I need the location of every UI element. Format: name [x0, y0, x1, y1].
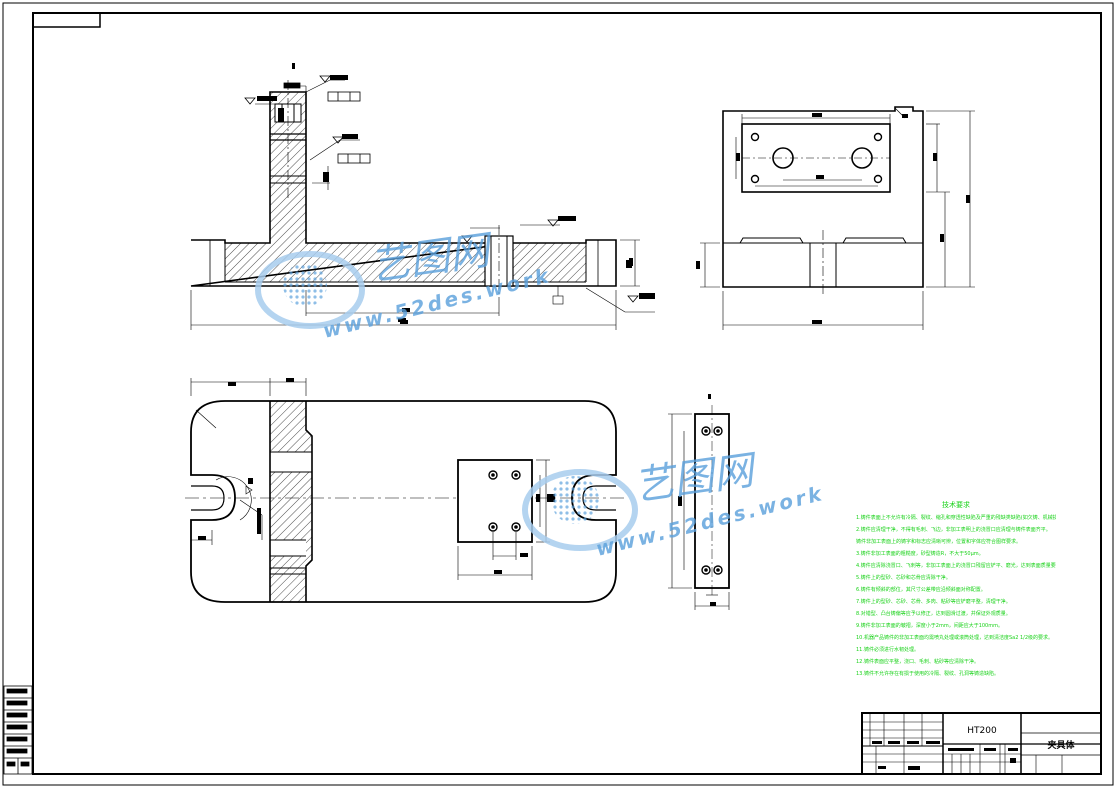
plan-view-dimensions	[190, 378, 555, 580]
side-view-dimensions	[700, 107, 975, 330]
technical-note-line: 5.铸件上的型砂、芯砂和芯骨应清除干净。	[856, 575, 951, 581]
technical-note-line: 3.铸件非加工表面的粗糙度，砂型铸造R，不大于50μm。	[856, 551, 984, 557]
technical-note-line: 8.对错型、凸台铸偏等应予以修正，达到圆滑过渡，并保证外观质量。	[856, 611, 1011, 617]
technical-note-line: 10.机器产品铸件的非加工表面均需喷丸处理或滚筒处理，达到清洁度Sa2 1/2级…	[856, 635, 1054, 641]
front-view-dimensions	[190, 79, 655, 330]
plan-view	[185, 400, 625, 603]
technical-notes-title: 技术要求	[942, 501, 970, 509]
side-revision-table	[3, 685, 33, 775]
technical-note-line: 6.铸件有倾斜的部位，其尺寸公差带应沿倾斜面对称配置。	[856, 587, 986, 593]
technical-notes: 技术要求 1.铸件表面上不允许有冷隔、裂纹、缩孔和穿透性缺陷及严重的残缺类缺陷(…	[856, 499, 1056, 680]
front-section-view	[190, 80, 617, 300]
title-block	[861, 712, 1102, 775]
dimension-number-marks	[292, 63, 970, 324]
title-block-material: HT200	[967, 726, 997, 736]
side-view	[722, 106, 924, 295]
technical-note-line: 2.铸件应清理干净，不得有毛刺、飞边，非加工表明上的浇冒口应清理与铸件表面齐平。	[856, 527, 1051, 533]
technical-note-line: 12.铸件表面应平整，浇口、毛刺、粘砂等应清除干净。	[856, 659, 979, 665]
technical-note-line: 4.铸件应清除浇冒口、飞刺等，非加工表面上的浇冒口残留应铲平、磨光，达到表面质量…	[856, 563, 1056, 569]
clamp-plate-view	[668, 394, 730, 610]
technical-note-line: 1.铸件表面上不允许有冷隔、裂纹、缩孔和穿透性缺陷及严重的残缺类缺陷(如欠铸、机…	[856, 515, 1056, 521]
technical-note-line: 9.铸件非加工表面的皱褶，深度小于2mm，间距应大于100mm。	[856, 623, 1003, 629]
front-view-callouts	[244, 75, 655, 322]
watermark-logo-2	[522, 469, 638, 551]
technical-note-line: 13.铸件不允许存在有损于使用的冷隔、裂纹、孔洞等铸造缺陷。	[856, 671, 999, 677]
watermark-logo-1	[255, 251, 365, 329]
title-block-part-name: 夹具体	[1047, 739, 1075, 751]
technical-note-line: 铸件非加工表面上的铸字和标志应清晰可辨，位置和字体应符合图样要求。	[856, 539, 1022, 545]
technical-note-line: 11.铸件必须进行水韧处理。	[856, 647, 919, 653]
technical-note-line: 7.铸件上的型砂、芯砂、芯骨、多肉、粘砂等应铲磨平整，清理干净。	[856, 599, 1011, 605]
